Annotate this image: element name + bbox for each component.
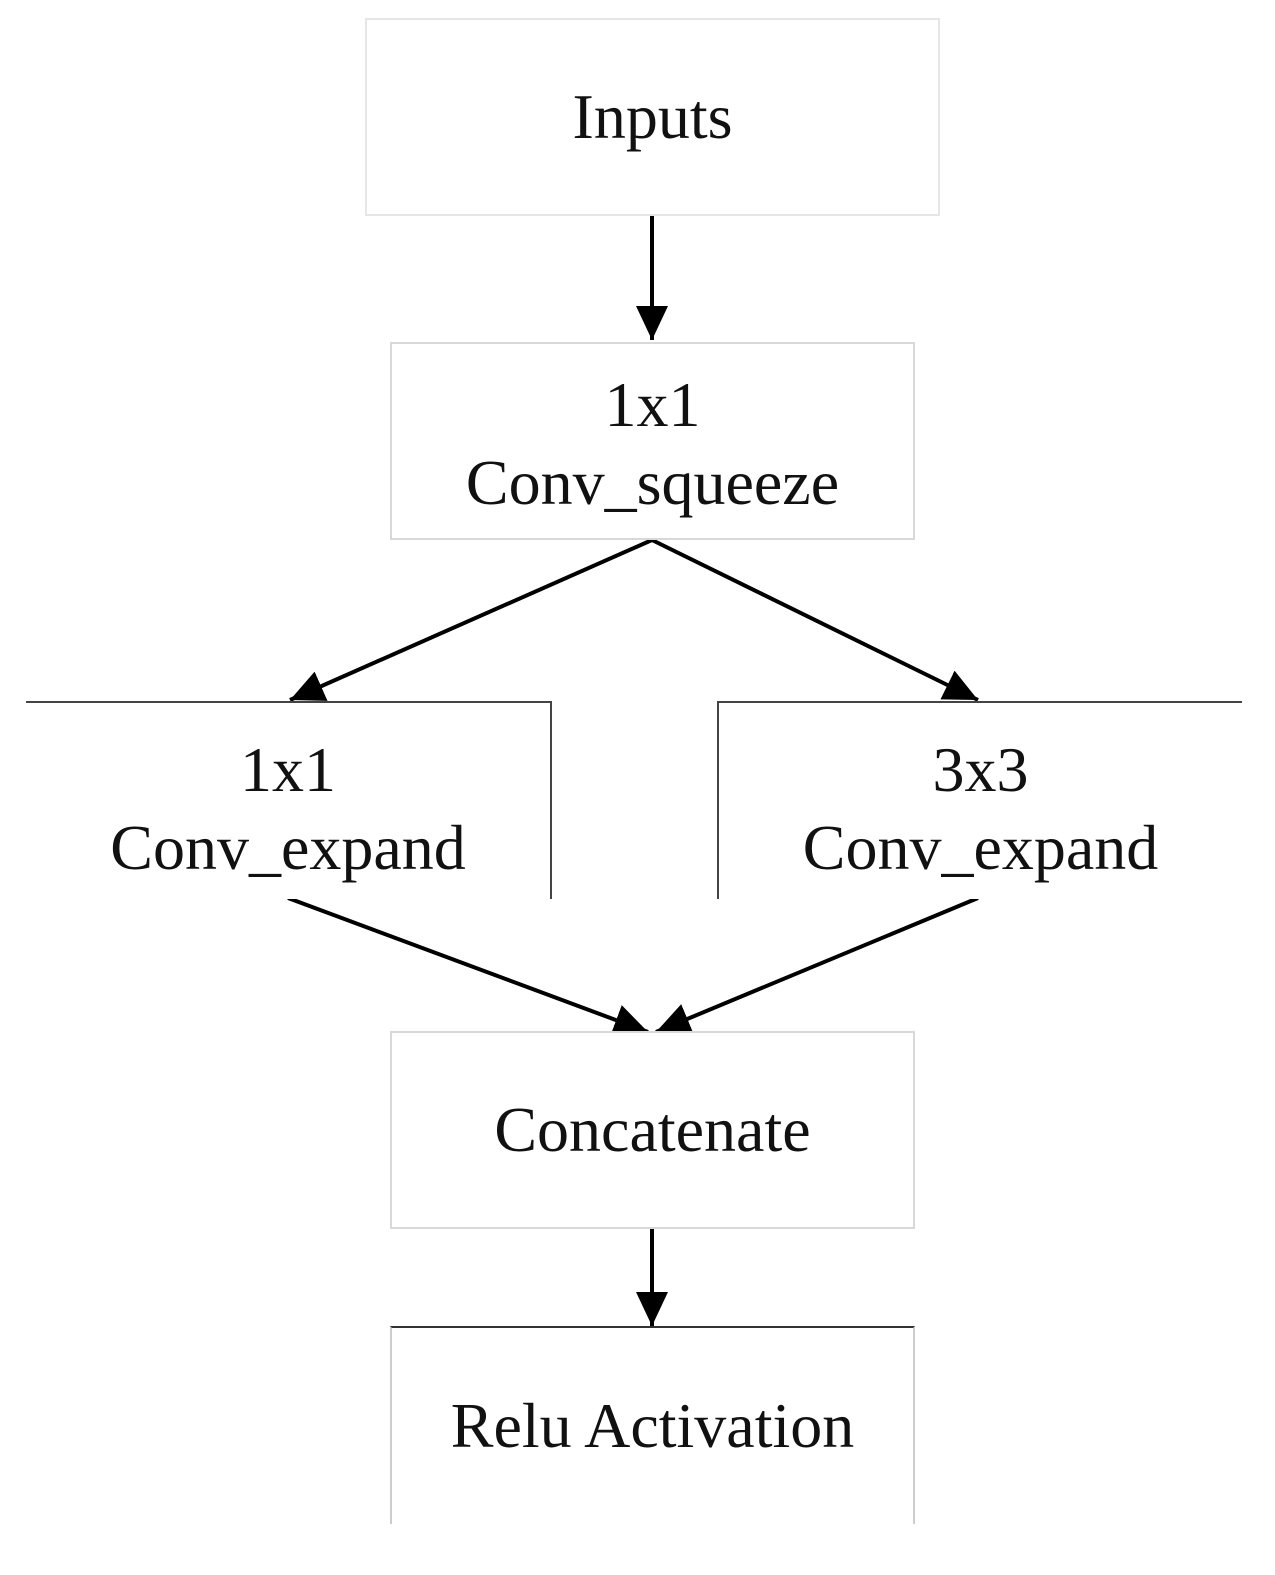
conv-squeeze-name-label: Conv_squeeze <box>465 447 840 518</box>
conv-expand-3x3-name-label: Conv_expand <box>802 812 1159 884</box>
conv-squeeze-kernel-label: 1x1 <box>604 368 701 440</box>
edge-squeeze-to-expand1-arrow <box>289 538 653 702</box>
inputs-label: Inputs <box>572 80 733 152</box>
relu-activation-label: Relu Activation <box>450 1389 855 1461</box>
conv-expand-3x3-kernel-label: 3x3 <box>932 734 1029 805</box>
conv-expand-1x1-node: 1x1 Conv_expand <box>26 701 552 899</box>
conv-expand-1x1-name-label: Conv_expand <box>110 812 466 884</box>
concatenate-label: Concatenate <box>494 1093 811 1165</box>
edge-expand1-to-concat-arrow <box>287 896 649 1036</box>
edge-squeeze-to-expand3-arrow <box>651 538 979 702</box>
conv-squeeze-node: 1x1 Conv_squeeze <box>390 342 915 540</box>
edge-expand3-to-concat-arrow <box>655 896 979 1034</box>
relu-activation-node: Relu Activation <box>390 1326 915 1524</box>
conv-expand-1x1-kernel-label: 1x1 <box>240 734 336 805</box>
conv-expand-3x3-node: 3x3 Conv_expand <box>717 701 1242 899</box>
concatenate-node: Concatenate <box>390 1031 915 1229</box>
inputs-node: Inputs <box>365 18 940 216</box>
